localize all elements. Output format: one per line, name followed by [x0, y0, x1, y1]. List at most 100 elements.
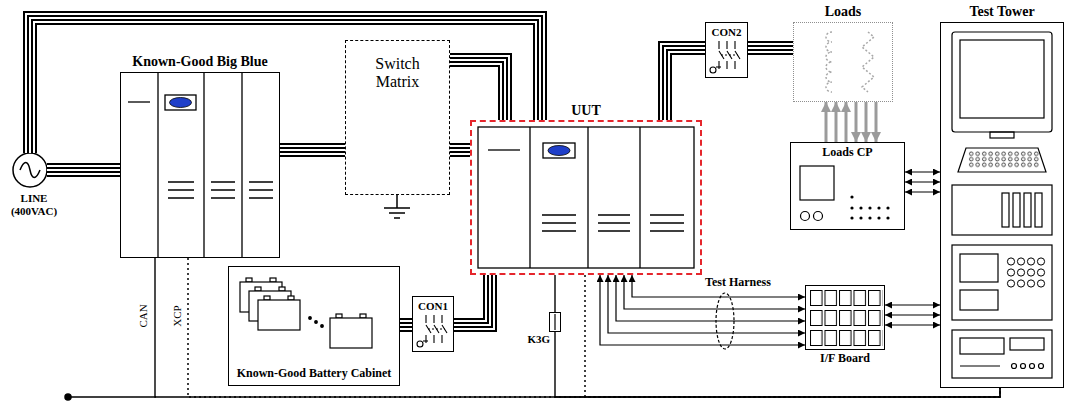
contactor-symbol [721, 54, 738, 55]
bus-label: CAN [137, 304, 150, 327]
battery-symbols [360, 314, 366, 318]
battery-symbols [330, 318, 372, 348]
cable-strand [665, 48, 705, 120]
contactor-box: CON1 [412, 296, 454, 352]
cable-strand [748, 45, 793, 51]
uut-cabinet [548, 146, 570, 156]
test-tower-equipment [952, 185, 1052, 235]
data-link-arrows [905, 172, 940, 192]
can-bus-wire [155, 258, 1000, 397]
battery-symbols [321, 325, 324, 328]
test-harness-wires [624, 275, 805, 309]
battery-symbols [309, 317, 312, 320]
uut-frame: UUT [470, 120, 702, 275]
interface-board-grid [810, 290, 883, 350]
data-link-arrows [885, 304, 940, 305]
contactor-symbol [710, 67, 716, 73]
cable-strand [280, 143, 345, 157]
node-heading: K3G [527, 333, 550, 346]
test-tower-equipment [960, 290, 998, 310]
uut-cabinet [530, 127, 640, 268]
loads-control-panel: Loads CP [790, 142, 905, 230]
cable-strand [454, 275, 490, 325]
control-panel-dots [877, 216, 880, 219]
bus-line [68, 396, 156, 398]
power-cable-bundle [748, 48, 793, 49]
battery-symbols [315, 321, 318, 324]
control-panel-dots [886, 216, 889, 219]
bypass-cable-bundle [30, 18, 540, 153]
ac-source-symbol [13, 153, 47, 187]
control-panel-dots [859, 216, 862, 219]
battery-symbols [270, 278, 276, 282]
cable-strand [454, 275, 490, 325]
control-panel-dots [850, 206, 853, 209]
contactor-symbol [426, 315, 447, 343]
node-label: Known-Good Battery Cabinet [237, 367, 392, 381]
contactor-symbol [417, 341, 423, 347]
cabinet-detail [128, 72, 273, 258]
uut-cabinet [478, 127, 694, 268]
test-tower-equipment [968, 151, 1040, 168]
control-panel-detail [814, 212, 823, 221]
xcp-bus-wire [188, 258, 1000, 397]
test-tower-equipment [1012, 364, 1017, 369]
test-tower-equipment [1002, 193, 1009, 227]
test-tower-equipment [960, 254, 998, 282]
control-panel-detail [800, 166, 834, 221]
xcp-bus-wire [585, 275, 1000, 397]
test-harness-wires [632, 275, 805, 297]
load-control-arrows [845, 102, 848, 142]
control-panel-dots [859, 206, 862, 209]
data-link-arrows [885, 305, 940, 325]
signal-wire [555, 332, 1000, 397]
load-symbols [862, 32, 874, 92]
bypass-cable-bundle [30, 18, 540, 153]
test-tower-equipment [952, 330, 1052, 378]
line-feed-cable-bundle [47, 169, 120, 171]
line-feed-cable-bundle [47, 163, 120, 177]
test-tower-equipment [1013, 193, 1020, 227]
node-heading: UUT [571, 103, 601, 119]
control-panel-dots [868, 206, 871, 209]
test-tower-equipment [952, 245, 1052, 320]
cabinet-detail [158, 72, 242, 258]
cable-strand [280, 147, 345, 153]
test-harness-wires [608, 275, 805, 333]
cable-strand [454, 275, 490, 325]
cable-strand [400, 322, 412, 328]
control-panel-dots [850, 195, 853, 198]
signal-wire [555, 275, 556, 312]
contactor-symbol [719, 41, 740, 69]
signal-wire [555, 332, 1000, 397]
load-control-arrows [865, 102, 868, 142]
control-panel-dots [877, 206, 880, 209]
battery-cabinet: Known-Good Battery Cabinet [228, 266, 400, 386]
bus-line [65, 394, 156, 400]
interface-board-grid [810, 290, 883, 350]
test-tower-equipment [1024, 193, 1031, 227]
bus-label: XCP [171, 305, 184, 326]
power-cable-bundle [454, 275, 490, 325]
load-symbols [826, 32, 874, 92]
load-control-arrows [855, 102, 858, 142]
test-tower-equipment [1030, 364, 1035, 369]
node-label: CON1 [418, 300, 448, 313]
load-control-arrows [875, 102, 878, 142]
load-control-arrows [825, 102, 828, 142]
power-cable-bundle [450, 60, 505, 120]
control-panel-dots [850, 216, 853, 219]
test-tower-equipment [1006, 256, 1046, 289]
cabinet-detail [128, 101, 150, 102]
contactor-symbol [716, 66, 721, 67]
power-cable-bundle [450, 150, 470, 151]
cable-strand [450, 60, 505, 120]
contactor-symbol [423, 340, 428, 341]
bypass-cable-bundle [30, 18, 540, 153]
load-control-arrows [835, 102, 838, 142]
harness-label: Test Harness [705, 276, 771, 290]
interface-board: I/F Board [805, 285, 885, 350]
test-tower-equipment [990, 132, 1014, 138]
test-tower-equipment [952, 32, 1052, 132]
